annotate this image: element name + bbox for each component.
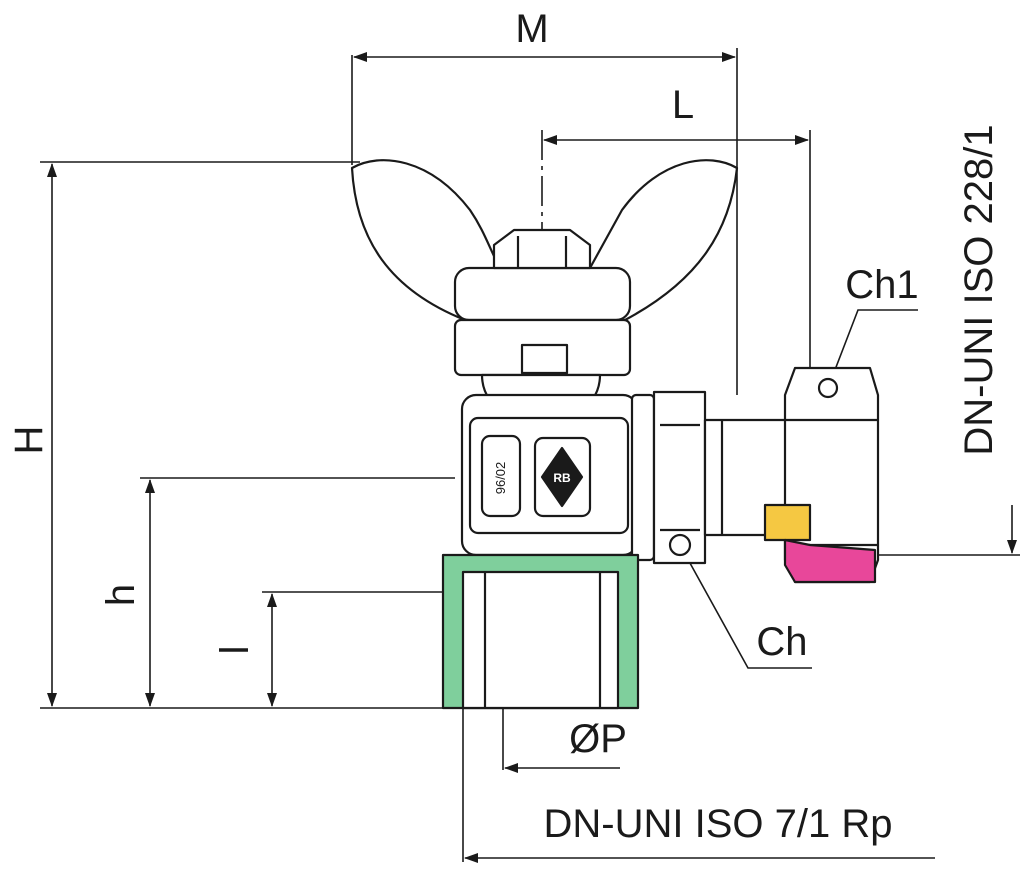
label-m: M [515, 7, 548, 51]
label-phi-p: ØP [569, 717, 627, 761]
stem-lock [520, 343, 569, 375]
leader-ch [679, 544, 812, 669]
handle-hub [453, 266, 632, 322]
date-code-badge [480, 434, 522, 518]
label-l: L [672, 83, 694, 127]
butterfly-handle [350, 159, 739, 322]
label-ch: Ch [756, 620, 807, 664]
body-flat [468, 416, 630, 535]
gasket-yellow [763, 503, 812, 542]
label-small-h: h [99, 584, 143, 606]
label-ch1: Ch1 [845, 263, 918, 307]
union-hex [652, 390, 707, 565]
label-outlet-standard: DN-UNI ISO 228/1 [957, 124, 1001, 455]
logo-initials: RB [553, 471, 571, 485]
inlet-bore [461, 570, 620, 710]
valve [350, 159, 880, 710]
date-code-text: 96/02 [493, 462, 508, 495]
label-l-thread: l [213, 646, 257, 655]
ch1-marker-circle [817, 377, 839, 399]
ch-marker-circle [668, 533, 692, 557]
seal-pink [783, 538, 877, 584]
label-inlet-standard: DN-UNI ISO 7/1 Rp [544, 802, 893, 846]
label-h: H [7, 426, 51, 455]
leader-ch1 [827, 309, 918, 389]
union-ring [630, 393, 656, 562]
handle-nut [492, 228, 592, 270]
logo-diamond [540, 446, 584, 508]
